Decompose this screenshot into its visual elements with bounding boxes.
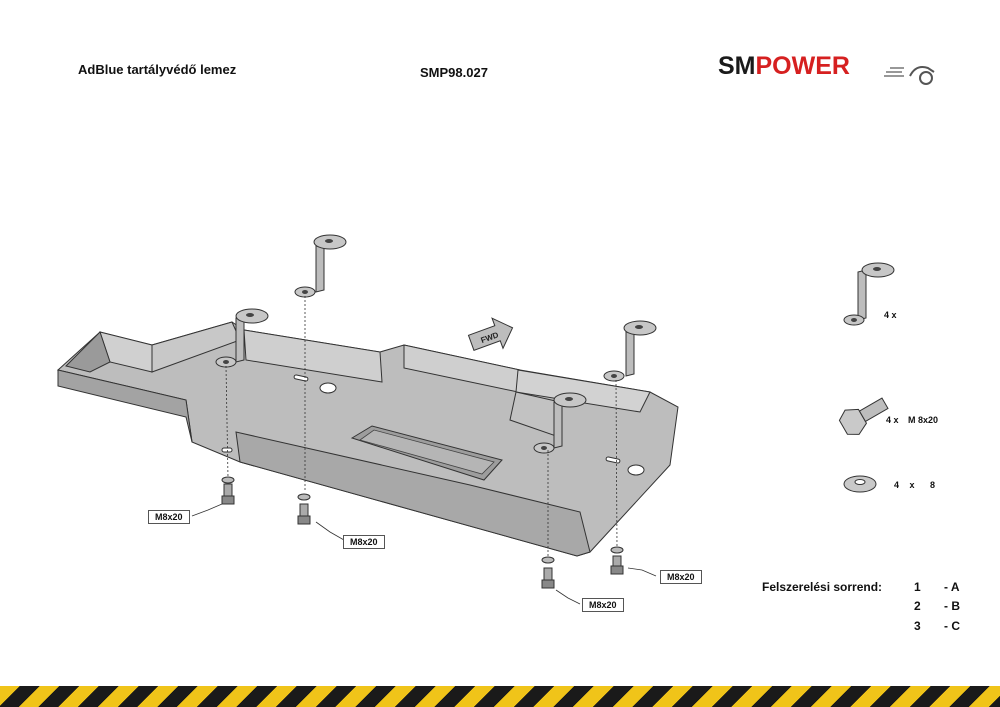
assembly-step-2-num: 2: [914, 599, 921, 613]
assembly-step-3-letter: - C: [944, 619, 960, 633]
hazard-stripe-footer: [0, 686, 1000, 707]
motorbike-icon: [884, 66, 935, 85]
assembly-guide-lines: [225, 296, 618, 556]
bolt-icon: [838, 397, 889, 435]
bracket-icon: [843, 262, 895, 326]
label-leaders: [191, 503, 657, 605]
bolt-set-3: [541, 556, 555, 589]
bracket-front-left: [215, 308, 269, 368]
bolt-label-4: M8x20: [660, 570, 702, 584]
part-qty-bracket: 4 x: [884, 310, 897, 320]
bracket-rear-left: [294, 234, 347, 298]
assembly-step-1-num: 1: [914, 580, 921, 594]
bolt-label-1: M8x20: [148, 510, 190, 524]
part-spec-washer: 8: [930, 480, 936, 490]
washer-icon: [843, 475, 877, 493]
bolt-set-2: [297, 493, 311, 525]
logo-part2: POWER: [755, 52, 850, 80]
part-number: SMP98.027: [420, 65, 488, 80]
bolt-label-3: M8x20: [582, 598, 624, 612]
part-qty-bolt: 4 x: [886, 415, 899, 425]
bolt-set-4: [610, 546, 624, 575]
bracket-rear-right: [603, 320, 657, 382]
logo-part1: SM: [718, 52, 756, 80]
assembly-step-3-num: 3: [914, 619, 921, 633]
part-spec-bolt: M 8x20: [908, 415, 939, 425]
diagram-title: AdBlue tartályvédő lemez: [78, 62, 237, 77]
assembly-step-2-letter: - B: [944, 599, 960, 613]
bolt-set-1: [221, 476, 235, 505]
part-qty-washer: 4 x: [894, 480, 915, 490]
assembly-order-heading: Felszerelési sorrend:: [762, 580, 883, 594]
fwd-arrow-icon: FWD: [467, 317, 514, 351]
bolt-label-2: M8x20: [343, 535, 385, 549]
assembly-step-1-letter: - A: [944, 580, 960, 594]
bracket-front-right: [533, 392, 587, 454]
smpower-logo: SMPOWER: [718, 52, 940, 88]
